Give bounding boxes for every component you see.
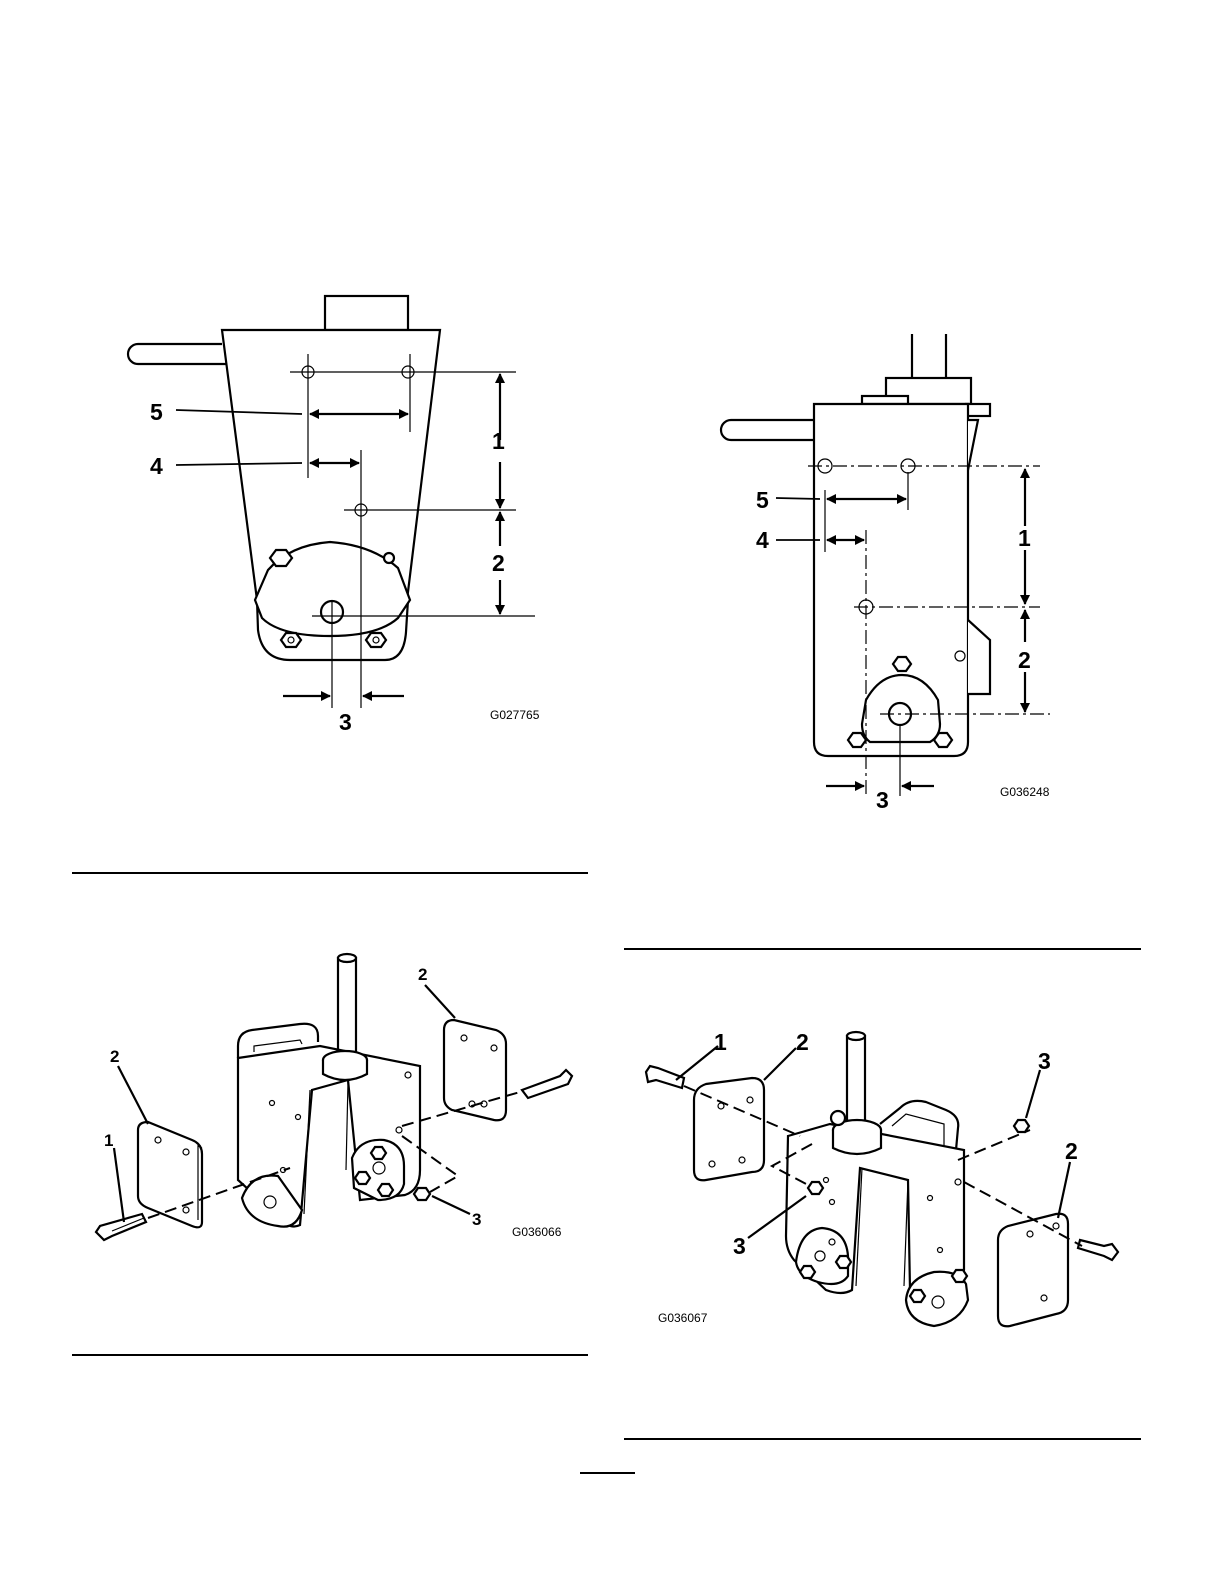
- callout-5: 5: [150, 399, 163, 425]
- figure-separator: [72, 872, 588, 874]
- callout-3: 3: [876, 787, 889, 813]
- callout-4: 4: [756, 527, 769, 553]
- callout-3: 3: [472, 1210, 481, 1229]
- figure-id-label: G027765: [490, 708, 540, 722]
- callout-3: 3: [339, 709, 352, 735]
- callout-1: 1: [1018, 525, 1031, 551]
- callout-3: 3: [733, 1233, 746, 1259]
- callout-2: 2: [110, 1047, 119, 1066]
- figure-g027765: 5 4 1 2 3 G027765: [128, 296, 540, 735]
- callout-2: 2: [1018, 647, 1031, 673]
- callout-5: 5: [756, 487, 769, 513]
- figure-separator: [624, 948, 1141, 950]
- figure-g036066: 2 2 1 3 G036066: [96, 954, 572, 1240]
- figure-id-label: G036067: [658, 1311, 708, 1325]
- callout-1: 1: [714, 1029, 727, 1055]
- figure-g036067: 1 2 3 2 3 G036067: [646, 1029, 1118, 1326]
- figure-id-label: G036066: [512, 1225, 562, 1239]
- callout-1: 1: [492, 428, 505, 454]
- callout-2: 2: [796, 1029, 809, 1055]
- figure-separator: [624, 1438, 1141, 1440]
- callout-2: 2: [492, 550, 505, 576]
- callout-3: 3: [1038, 1048, 1051, 1074]
- callout-2: 2: [418, 965, 427, 984]
- figure-g036248: 5 4 1 2 3 G036248: [721, 334, 1050, 813]
- figure-separator: [72, 1354, 588, 1356]
- figure-id-label: G036248: [1000, 785, 1050, 799]
- callout-2: 2: [1065, 1138, 1078, 1164]
- page-footer-rule: [580, 1472, 635, 1474]
- callout-4: 4: [150, 453, 163, 479]
- callout-1: 1: [104, 1131, 113, 1150]
